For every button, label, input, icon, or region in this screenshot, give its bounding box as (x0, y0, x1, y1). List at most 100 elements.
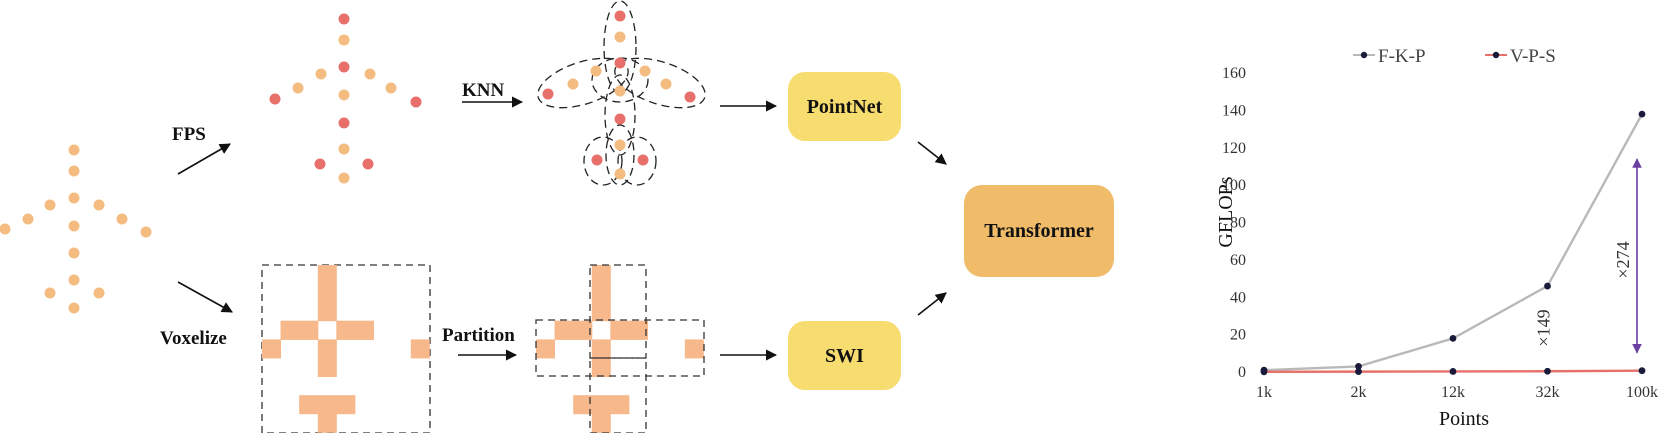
voxel-grid (261, 264, 431, 433)
voxel (610, 320, 630, 340)
voxel (591, 265, 611, 284)
input-point (44, 199, 56, 211)
sampled-point (269, 93, 281, 105)
input-point (22, 213, 34, 225)
voxel (591, 413, 611, 433)
fps-label: FPS (172, 124, 206, 145)
swi-block: SWI (788, 321, 901, 390)
voxel (591, 283, 611, 303)
voxel (317, 358, 337, 377)
data-point-v-p-s (1355, 368, 1362, 376)
neighbor-point (567, 78, 579, 90)
voxel (536, 339, 555, 359)
data-point-v-p-s (1638, 367, 1646, 375)
sampled-point (314, 158, 326, 170)
knn-group-top (603, 0, 637, 94)
voxel (573, 320, 593, 340)
neighbor-point (614, 85, 626, 97)
x-tick-label: 100k (1626, 384, 1658, 401)
point (338, 143, 350, 155)
voxel (280, 320, 300, 340)
y-tick-label: 40 (1230, 289, 1246, 306)
input-point (68, 144, 80, 156)
point (338, 89, 350, 101)
y-tick-label: 0 (1238, 364, 1246, 381)
center-point (614, 113, 626, 125)
voxel (610, 395, 630, 415)
data-point-f-k-p (1449, 334, 1457, 342)
voxel (591, 395, 611, 415)
voxel (591, 358, 611, 377)
partition-label: Partition (442, 325, 515, 346)
knn-group-bottom-left (583, 136, 623, 186)
transformer-block: Transformer (964, 185, 1114, 277)
y-tick-label: 120 (1222, 140, 1246, 157)
pointnet-block: PointNet (788, 72, 901, 141)
data-point-v-p-s (1449, 368, 1457, 375)
data-point-f-k-p (1355, 362, 1362, 370)
input-point (68, 220, 80, 232)
legend-label-vps: V-P-S (1510, 46, 1556, 67)
legend-label-fkp: F-K-P (1378, 46, 1426, 67)
data-point-v-p-s (1544, 367, 1551, 375)
knn-label: KNN (462, 80, 505, 101)
voxel (299, 395, 319, 415)
voxel (317, 283, 337, 303)
sampled-point (338, 117, 350, 129)
neighbor-point (660, 78, 672, 90)
knn-group-bottom-center (605, 124, 635, 186)
neighbor-point (614, 139, 626, 151)
x-tick-label: 12k (1441, 384, 1465, 401)
partition-window-top (589, 264, 647, 359)
y-tick-label: 160 (1222, 65, 1246, 82)
legend-marker-vps (1492, 51, 1500, 59)
voxel (317, 302, 337, 322)
input-point (93, 287, 105, 299)
center-point (542, 88, 554, 100)
voxel (299, 320, 319, 340)
sampled-point (362, 158, 374, 170)
swi-to-transformer-arrow (917, 292, 947, 316)
input-point (68, 165, 80, 177)
center-point (591, 154, 603, 166)
input-point (68, 274, 80, 286)
point (338, 172, 350, 184)
y-tick-label: 20 (1230, 327, 1246, 344)
voxel (591, 339, 611, 359)
voxel (262, 339, 281, 359)
neighbor-point (639, 65, 651, 77)
legend-marker-fkp (1360, 51, 1368, 59)
x-tick-label: 2k (1351, 384, 1367, 401)
chart-series (1260, 110, 1646, 376)
input-point-cloud (0, 144, 152, 314)
annotation-label: ×149 (1534, 309, 1554, 346)
sampled-point (410, 96, 422, 108)
input-point (68, 302, 80, 314)
x-tick-label: 1k (1256, 384, 1272, 401)
voxel (684, 339, 704, 359)
y-axis-title: GFLOPs (1215, 176, 1237, 247)
voxel (317, 413, 337, 433)
voxel (629, 320, 648, 340)
sampled-point (338, 13, 350, 25)
point (338, 34, 350, 46)
knn-group-left (537, 57, 629, 109)
voxel (317, 395, 337, 415)
pointnet-box (788, 72, 901, 141)
center-point (614, 10, 626, 22)
x-axis-title: Points (1439, 408, 1489, 430)
fps-arrow (177, 143, 231, 175)
input-point (68, 247, 80, 259)
transformer-label: Transformer (984, 220, 1094, 242)
sampled-point (338, 61, 350, 73)
voxel (317, 339, 337, 359)
series-line-f-k-p (1263, 113, 1644, 372)
input-point (0, 223, 11, 235)
swi-box (788, 321, 901, 390)
input-point (116, 213, 128, 225)
data-point-v-p-s (1260, 368, 1268, 376)
knn-grouped-cloud (537, 0, 706, 186)
center-point (637, 154, 649, 166)
knn-group-middle (604, 74, 636, 156)
